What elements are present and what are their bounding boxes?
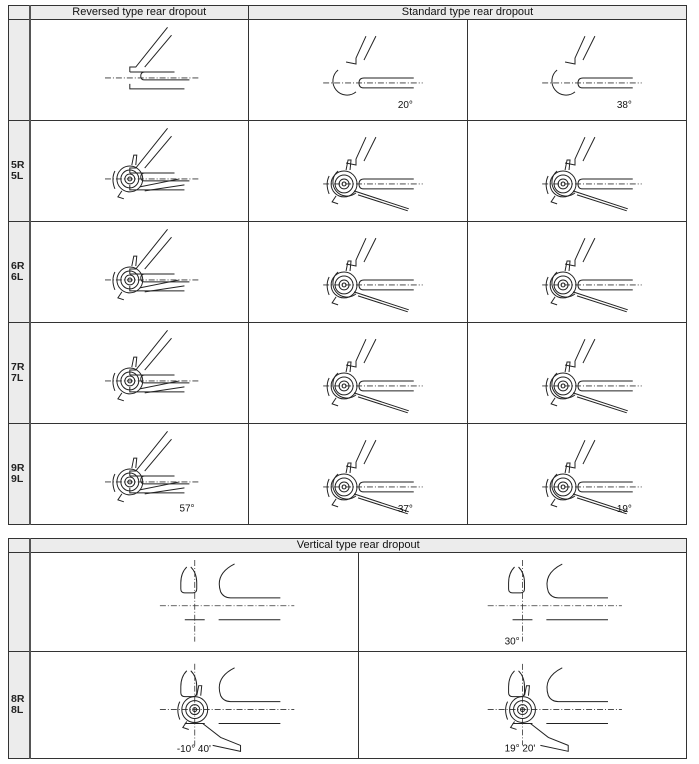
header-standard: Standard type rear dropout [248, 5, 687, 20]
dropout-diagram [323, 136, 423, 212]
dropout-diagram [104, 329, 199, 402]
dropout-diagram: 19° [542, 439, 642, 515]
derailleur-drawing [111, 154, 143, 200]
table-row: 20° 38° [8, 19, 687, 121]
derailleur-drawing [326, 260, 358, 306]
dropout-diagram: 57° [104, 430, 199, 515]
diagram-cell-vertical: 30° [358, 552, 687, 652]
row-label: 9R 9L [8, 423, 31, 525]
dropout-diagram [542, 136, 642, 212]
angle-label: 57° [179, 504, 194, 515]
derailleur-drawing [326, 159, 358, 205]
row-label: 8R 8L [8, 651, 31, 759]
diagram-cell-reversed [29, 221, 249, 323]
row-label: 7R 7L [8, 322, 31, 424]
diagram-cell-standard: 20° [248, 19, 468, 121]
dropout-diagram: 20° [323, 35, 423, 111]
row-label [8, 19, 31, 121]
header-reversed: Reversed type rear dropout [29, 5, 249, 20]
dropout-diagram: 30° [487, 560, 622, 648]
derailleur-drawing [111, 457, 143, 503]
angle-label: 19° 20' [505, 744, 536, 755]
derailleur-drawing [111, 255, 143, 301]
diagram-cell-vertical: 19° 20' [358, 651, 687, 759]
derailleur-drawing [111, 356, 143, 402]
diagram-cell-reversed [29, 120, 249, 222]
diagram-cell-standard [248, 221, 468, 323]
diagram-cell-standard [467, 322, 687, 424]
dropout-diagram [542, 237, 642, 313]
dropout-diagram [159, 559, 294, 642]
table-row: 7R 7L [8, 322, 687, 424]
dropout-diagram: 38° [542, 35, 642, 111]
derailleur-drawing [176, 685, 208, 730]
corner-cell [8, 5, 31, 20]
row-label: 5R 5L [8, 120, 31, 222]
diagram-cell-standard [467, 221, 687, 323]
header-vertical: Vertical type rear dropout [29, 538, 687, 553]
table-row: 30° [8, 552, 687, 652]
table-row: 6R 6L [8, 221, 687, 323]
table-row: 8R 8L -10° 40' 19° 20' [8, 651, 687, 759]
horizontal-dropout-table: Reversed type rear dropout Standard type… [8, 5, 687, 525]
diagram-cell-standard: 38° [467, 19, 687, 121]
diagram-cell-reversed [29, 19, 249, 121]
dropout-diagram: 37° [323, 439, 423, 515]
diagram-cell-reversed [29, 322, 249, 424]
row-label [8, 552, 31, 652]
row-label: 6R 6L [8, 221, 31, 323]
corner-cell [8, 538, 31, 553]
diagram-cell-standard: 19° [467, 423, 687, 525]
angle-label: 37° [398, 504, 413, 515]
angle-label: -10° 40' [176, 744, 210, 755]
diagram-cell-standard [248, 120, 468, 222]
table-row: 9R 9L 57° 37° 19° [8, 423, 687, 525]
derailleur-drawing [326, 462, 358, 508]
diagram-cell-standard: 37° [248, 423, 468, 525]
derailleur-drawing [545, 361, 577, 407]
derailleur-drawing [505, 685, 536, 730]
derailleur-drawing [545, 260, 577, 306]
dropout-diagram [104, 127, 199, 200]
dropout-diagram: 19° 20' [487, 663, 622, 755]
angle-label: 30° [505, 637, 520, 648]
dropout-diagram [104, 26, 199, 90]
table-row: 5R 5L [8, 120, 687, 222]
dropout-diagram: -10° 40' [159, 663, 294, 755]
dropout-diagram [104, 228, 199, 301]
angle-label: 20° [398, 100, 413, 111]
dropout-diagram [323, 237, 423, 313]
dropout-diagram [323, 338, 423, 414]
derailleur-drawing [545, 159, 577, 205]
diagram-cell-standard [248, 322, 468, 424]
derailleur-drawing [545, 462, 577, 508]
angle-label: 19° [617, 504, 632, 515]
diagram-cell-standard [467, 120, 687, 222]
diagram-cell-vertical: -10° 40' [29, 651, 359, 759]
derailleur-drawing [326, 361, 358, 407]
vertical-dropout-table: Vertical type rear dropout 30° 8R 8L -10°… [8, 538, 687, 759]
angle-label: 38° [617, 100, 632, 111]
dropout-diagram [542, 338, 642, 414]
diagram-cell-vertical [29, 552, 359, 652]
diagram-cell-reversed: 57° [29, 423, 249, 525]
